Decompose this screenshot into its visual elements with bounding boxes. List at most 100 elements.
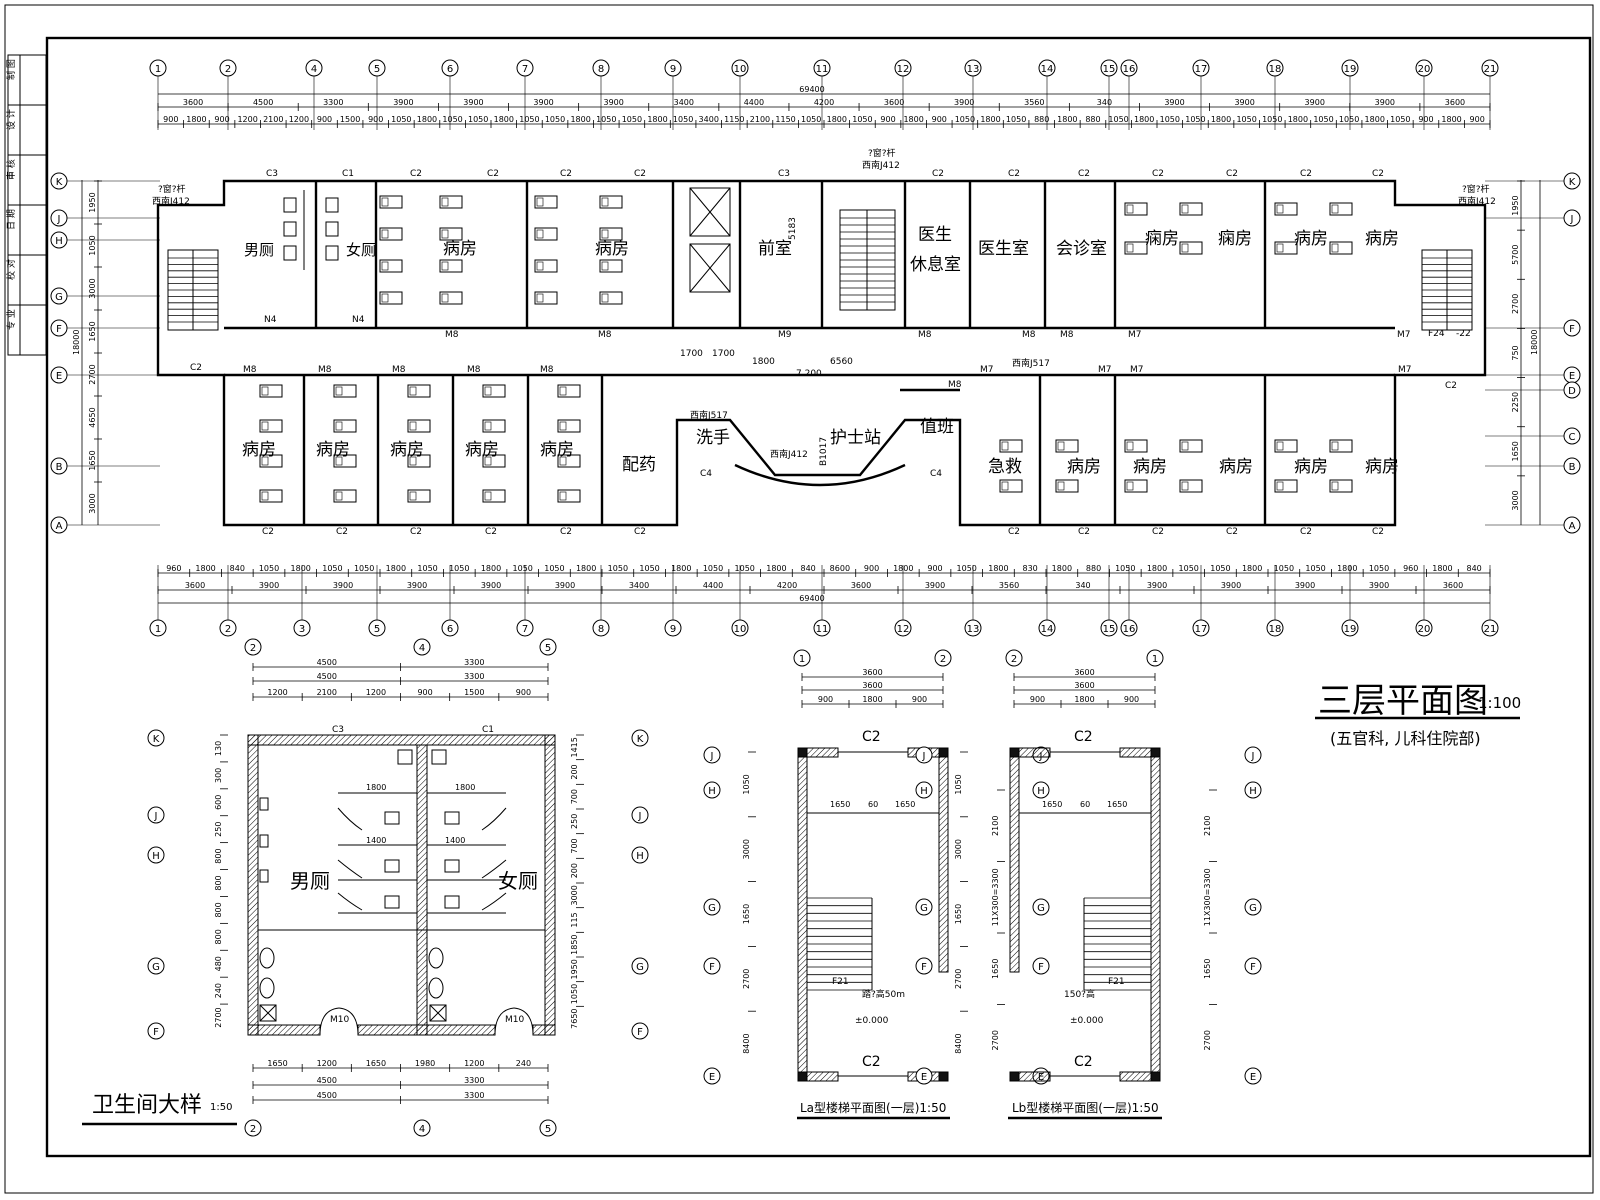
bed bbox=[333, 419, 357, 433]
tag-m3-s3: M7 bbox=[1130, 365, 1144, 375]
axis-left-F: F bbox=[50, 319, 68, 337]
tag-c2-b: C2 bbox=[487, 169, 499, 179]
tag-c2-s2: C2 bbox=[336, 527, 348, 537]
note-nurse-ref: 西南J412 bbox=[770, 448, 808, 460]
dim-left-3: 1650 bbox=[88, 321, 97, 341]
axis-bottom-9-label: 9 bbox=[670, 624, 676, 635]
stair-b-dims-r3-2: 900 bbox=[1124, 695, 1139, 704]
stair-a-inner-3: 1650 bbox=[895, 800, 915, 809]
tag-m3-a: M7 bbox=[1128, 330, 1142, 340]
title-block: 制 图 设 计 审 核 日 期 校 对 专 业 bbox=[5, 54, 47, 356]
note-d4: 6560 bbox=[830, 357, 853, 367]
toilet-axis-right-H: H bbox=[631, 846, 649, 864]
bed bbox=[999, 479, 1023, 493]
dim-top-2-31: 1050 bbox=[955, 115, 975, 124]
axis-right-D-label: D bbox=[1568, 386, 1576, 397]
tag-m5-s3: M8 bbox=[392, 365, 406, 375]
room-ward-ne4: 病房 bbox=[1365, 229, 1399, 249]
dim-top-2-6: 900 bbox=[317, 115, 332, 124]
axis-bottom-21-label: 21 bbox=[1484, 624, 1497, 635]
axis-bottom-7: 7 bbox=[516, 619, 534, 637]
dim-top-2-48: 1050 bbox=[1390, 115, 1410, 124]
axis-left-E: E bbox=[50, 366, 68, 384]
dim-right-5: 1650 bbox=[1511, 441, 1520, 461]
door-tags: N4 N4 M8 M8 M9 M8 M8 M8 M7 M7 M8 M8 M8 M… bbox=[243, 315, 1412, 390]
axis-top-9: 9 bbox=[664, 59, 682, 77]
dim-top-1-2: 3300 bbox=[323, 98, 343, 107]
dim-top-1-6: 3900 bbox=[604, 98, 624, 107]
toilet-male-label: 男厕 bbox=[290, 869, 330, 893]
tag-c2-s10: C2 bbox=[1226, 527, 1238, 537]
dim-bottom-1-1: 1800 bbox=[195, 564, 215, 573]
dim-bottom-2-4: 3900 bbox=[481, 581, 501, 590]
plan-subtitle: (五官科, 儿科住院部) bbox=[1330, 729, 1481, 748]
bed bbox=[1274, 202, 1298, 216]
tag-m5-e: M8 bbox=[1060, 330, 1074, 340]
bed bbox=[259, 489, 283, 503]
stair-a-dims-left-2: 1650 bbox=[742, 904, 751, 924]
stair-a-axes-left-E: E bbox=[703, 1067, 721, 1085]
bed bbox=[557, 419, 581, 433]
stair-b-axes-top-1: 1 bbox=[1146, 649, 1164, 667]
tag-c2-i: C2 bbox=[1226, 169, 1238, 179]
toilet-dim-top-3-2: 1200 bbox=[366, 688, 386, 697]
dim-top-2-1: 1800 bbox=[186, 115, 206, 124]
stair-b-dims-right-2: 1650 bbox=[1203, 959, 1212, 979]
axis-left-J: J bbox=[50, 209, 68, 227]
dim-bottom-1-24: 900 bbox=[927, 564, 942, 573]
dim-top-2-14: 1050 bbox=[519, 115, 539, 124]
axis-bottom-19: 19 bbox=[1341, 619, 1359, 637]
bed bbox=[1055, 439, 1079, 453]
toilet-dim-right-0: 1415 bbox=[570, 737, 579, 757]
plan-scale: 1:100 bbox=[1478, 694, 1521, 712]
dim-top-2-24: 1150 bbox=[775, 115, 795, 124]
toilet-axis-left-G: G bbox=[147, 957, 165, 975]
axis-top-8-label: 8 bbox=[598, 64, 604, 75]
stair-a-window-top: C2 bbox=[862, 729, 881, 745]
toilet-wall-mid bbox=[416, 744, 428, 1036]
tag-c2-j: C2 bbox=[1300, 169, 1312, 179]
toilet-scale: 1:50 bbox=[210, 1102, 232, 1113]
note-f24: F24 bbox=[1428, 329, 1445, 339]
dim-bottom-1-27: 830 bbox=[1023, 564, 1038, 573]
dim-top-2-33: 1050 bbox=[1006, 115, 1026, 124]
outer-border bbox=[4, 4, 1594, 1194]
dim-bottom-1-32: 1050 bbox=[1179, 564, 1199, 573]
stair-b-axes-right-H: H bbox=[1244, 781, 1262, 799]
axis-top-14-label: 14 bbox=[1041, 64, 1054, 75]
toilet-window-c3: C3 bbox=[332, 725, 344, 735]
axis-bottom-16: 16 bbox=[1120, 619, 1138, 637]
axis-top-12: 12 bbox=[894, 59, 912, 77]
toilet-axis-top-4: 4 bbox=[413, 638, 431, 656]
axis-left-B-label: B bbox=[56, 462, 63, 473]
axis-top-14: 14 bbox=[1038, 59, 1056, 77]
bed bbox=[407, 419, 431, 433]
stair-b-axes-top-0-label: 2 bbox=[1011, 654, 1017, 665]
axis-bottom-10-label: 10 bbox=[734, 624, 747, 635]
dim-top-2-9: 1050 bbox=[391, 115, 411, 124]
stair-b-dims-left-2: 1650 bbox=[954, 904, 963, 924]
bed bbox=[482, 384, 506, 398]
toilet-door-m10-b: M10 bbox=[505, 1015, 524, 1025]
bed bbox=[379, 259, 403, 273]
axis-bottom-5: 5 bbox=[368, 619, 386, 637]
axis-left-G: G bbox=[50, 287, 68, 305]
dim-bottom-1-31: 1800 bbox=[1147, 564, 1167, 573]
stair-a-axes-right-F-label: F bbox=[1038, 962, 1044, 973]
dim-bottom-1-33: 1050 bbox=[1210, 564, 1230, 573]
toilet-dim-left-2: 600 bbox=[214, 795, 223, 810]
axis-right-B-label: B bbox=[1569, 462, 1576, 473]
stair-detail-a: 12JJHHGGFFEE 360036009001800900105030001… bbox=[703, 649, 1050, 1120]
toilet-axis-left-J: J bbox=[147, 806, 165, 824]
dim-right-2: 2700 bbox=[1511, 294, 1520, 314]
title-block-3: 日 期 bbox=[6, 209, 17, 230]
stair-a-axis-bubbles: 12JJHHGGFFEE bbox=[703, 649, 1050, 1085]
axis-bottom-8: 8 bbox=[592, 619, 610, 637]
axis-right-F: F bbox=[1563, 319, 1581, 337]
dim-top-2-28: 900 bbox=[880, 115, 895, 124]
room-doctor-rest-1: 医生 bbox=[918, 225, 952, 245]
room-pharmacy: 配药 bbox=[622, 455, 656, 475]
dim-top-2-5: 1200 bbox=[289, 115, 309, 124]
tag-m5-s5: M8 bbox=[540, 365, 554, 375]
